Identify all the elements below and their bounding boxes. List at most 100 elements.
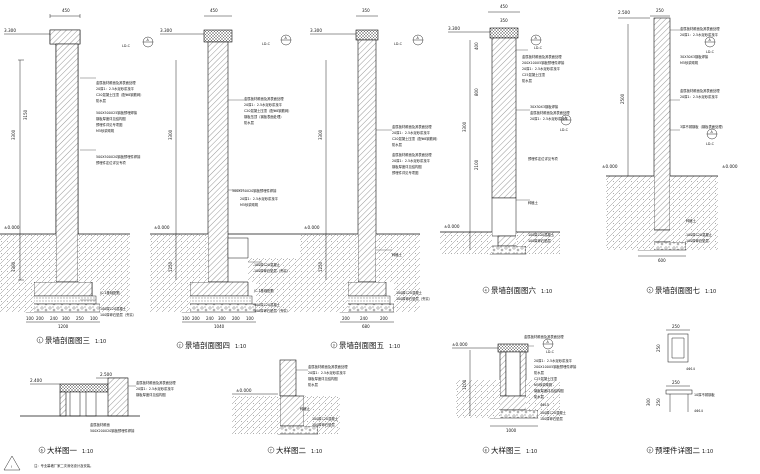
svg-text:2100: 2100 — [474, 159, 479, 170]
svg-text:C20混凝土压顶（配Φ8钢筋网）: C20混凝土压顶（配Φ8钢筋网） — [244, 108, 291, 113]
svg-text:预埋件详图二: 预埋件详图二 — [655, 445, 700, 455]
svg-text:100厚碎石垫层: 100厚碎石垫层 — [312, 422, 335, 427]
svg-text:350: 350 — [362, 8, 370, 13]
svg-text:250: 250 — [672, 324, 680, 329]
svg-text:±0.000: ±0.000 — [602, 164, 618, 169]
svg-text:大样图二: 大样图二 — [276, 445, 306, 455]
svg-text:A: A — [417, 36, 420, 40]
svg-text:LD-C: LD-C — [534, 46, 543, 50]
svg-text:JC-1基础配筋: JC-1基础配筋 — [253, 288, 274, 293]
svg-text:250: 250 — [656, 398, 661, 406]
title-s7: 5 景墙剖面图七 1:10 — [646, 285, 716, 295]
svg-text:240: 240 — [360, 316, 368, 321]
svg-text:1:10: 1:10 — [311, 449, 322, 455]
svg-text:200X100X5钢板预埋件焊接: 200X100X5钢板预埋件焊接 — [534, 364, 577, 369]
svg-text:2: 2 — [179, 344, 181, 348]
svg-text:LD-C: LD-C — [706, 50, 715, 54]
svg-text:景墙剖面图四: 景墙剖面图四 — [185, 340, 230, 350]
detail-3: ±0.000 1100 1000 A LD-C 金属板材覆面及其表面处理 20厚… — [452, 334, 577, 455]
svg-text:3.300: 3.300 — [310, 28, 322, 33]
svg-text:300: 300 — [218, 316, 226, 321]
svg-text:100厚C20混凝土: 100厚C20混凝土 — [686, 232, 713, 237]
height2-dim: 3150 — [23, 109, 28, 120]
svg-text:LD-C: LD-C — [394, 42, 403, 46]
svg-text:100厚碎石垫层（夯实）: 100厚碎石垫层（夯实） — [254, 268, 290, 273]
callout-s7a: A LD-C — [704, 36, 716, 54]
title-d3: 8 大样图三 1:10 — [482, 445, 537, 455]
svg-text:100厚碎石垫层: 100厚碎石垫层 — [540, 416, 563, 421]
svg-text:4: 4 — [485, 289, 487, 293]
notes-s5: 金属板材覆面及其表面处理 20厚1：2.5水泥砂浆找平 C20混凝土压顶（配Φ8… — [376, 124, 439, 301]
notes-d1: 金属板材覆面及其表面处理 20厚1：2.5水泥砂浆找平 钢板厚度详见结构图 金属… — [90, 380, 176, 433]
svg-text:20厚1：2.5水泥砂浆找平: 20厚1：2.5水泥砂浆找平 — [308, 370, 347, 375]
svg-text:防水层: 防水层 — [534, 394, 545, 399]
svg-text:防水层: 防水层 — [534, 370, 545, 375]
svg-text:大样图一: 大样图一 — [47, 445, 77, 455]
callout-s4: A LD-C — [262, 34, 292, 46]
svg-text:种植土: 种植土 — [300, 406, 311, 411]
title-d1: 6 大样图一 1:10 — [38, 445, 93, 455]
svg-text:防水层: 防水层 — [392, 142, 403, 147]
svg-text:3.300: 3.300 — [448, 26, 460, 31]
svg-text:1250: 1250 — [168, 261, 173, 272]
svg-text:30X30X3钢板焊接: 30X30X3钢板焊接 — [680, 54, 709, 59]
svg-text:金属板材覆面及其表面处理: 金属板材覆面及其表面处理 — [680, 88, 720, 93]
svg-text:20厚1：2.5水泥砂浆找平: 20厚1：2.5水泥砂浆找平 — [392, 158, 431, 163]
svg-text:±0.000: ±0.000 — [722, 164, 738, 169]
svg-text:金属板材覆面及其表面处理: 金属板材覆面及其表面处理 — [524, 334, 564, 339]
svg-text:3厚不锈钢板（钢板表面处理）: 3厚不锈钢板（钢板表面处理） — [680, 124, 725, 129]
callout-d3: A LD-C — [542, 338, 555, 354]
svg-text:A: A — [565, 116, 568, 120]
svg-text:金属板材覆面及其表面处理: 金属板材覆面及其表面处理 — [680, 26, 720, 31]
svg-text:预埋件定位详见专项: 预埋件定位详见专项 — [96, 160, 126, 165]
svg-text:1250: 1250 — [318, 261, 323, 272]
svg-text:景墙剖面图七: 景墙剖面图七 — [655, 285, 700, 295]
svg-text:钢板压顶（钢板表面处理）: 钢板压顶（钢板表面处理） — [244, 114, 284, 119]
svg-text:LD-C: LD-C — [706, 142, 715, 146]
svg-text:400: 400 — [474, 42, 479, 50]
depth-dim: 1300 — [11, 261, 16, 272]
svg-text:种植土: 种植土 — [392, 252, 403, 257]
top-level: 3.300 — [4, 28, 16, 33]
svg-text:种植土: 种植土 — [686, 218, 697, 223]
cap-width-dim: 450 — [62, 8, 70, 13]
svg-text:100厚C20混凝土: 100厚C20混凝土 — [100, 306, 127, 311]
svg-text:种植土: 种植土 — [528, 200, 539, 205]
svg-text:M5砂浆砌筑: M5砂浆砌筑 — [534, 382, 553, 387]
svg-text:240: 240 — [206, 316, 214, 321]
svg-text:100厚C20混凝土: 100厚C20混凝土 — [312, 416, 339, 421]
svg-text:预埋件详见专项图: 预埋件详见专项图 — [96, 122, 123, 127]
svg-text:250: 250 — [656, 344, 661, 352]
svg-text:JC-1基础配筋: JC-1基础配筋 — [99, 290, 120, 295]
svg-text:200: 200 — [192, 316, 200, 321]
detail-1: 2.400 2.500 金属板材覆面及其表面处理 20厚1：2.5水泥砂浆找平 … — [20, 372, 176, 455]
svg-text:20厚1：2.5水泥砂浆找平: 20厚1：2.5水泥砂浆找平 — [522, 66, 561, 71]
svg-text:防水层: 防水层 — [308, 382, 319, 387]
svg-text:500X200X20钢板预埋件焊接: 500X200X20钢板预埋件焊接 — [90, 428, 135, 433]
svg-text:LD-C: LD-C — [546, 350, 555, 354]
svg-text:100厚碎石垫层（夯实）: 100厚碎石垫层（夯实） — [100, 312, 136, 317]
svg-text:100厚C20混凝土: 100厚C20混凝土 — [254, 262, 281, 267]
svg-text:金属板材覆面及其表面处理: 金属板材覆面及其表面处理 — [96, 80, 136, 85]
svg-text:240: 240 — [50, 316, 58, 321]
svg-text:20厚1：2.5水泥砂浆找平: 20厚1：2.5水泥砂浆找平 — [96, 86, 135, 91]
svg-text:20厚1：2.5水泥砂浆找平: 20厚1：2.5水泥砂浆找平 — [534, 358, 573, 363]
svg-text:金属板材覆面及其表面处理: 金属板材覆面及其表面处理 — [392, 152, 432, 157]
svg-text:C20混凝土压顶（配Φ8钢筋网）: C20混凝土压顶（配Φ8钢筋网） — [392, 136, 439, 141]
svg-text:预埋件详见专项图: 预埋件详见专项图 — [392, 170, 419, 175]
svg-text:250: 250 — [672, 380, 680, 385]
svg-text:M5砂浆砌筑: M5砂浆砌筑 — [680, 60, 699, 65]
svg-text:680: 680 — [362, 324, 370, 329]
svg-text:钢板厚度详见结构图: 钢板厚度详见结构图 — [96, 116, 126, 121]
svg-text:LD-C: LD-C — [122, 44, 131, 48]
ground-level: ±0.000 — [4, 225, 20, 230]
title-e2: 9 预埋件详图二 1:10 — [646, 445, 713, 455]
svg-text:景墙剖面图三: 景墙剖面图三 — [45, 335, 90, 345]
svg-text:1:10: 1:10 — [702, 449, 713, 455]
callout-s3: A LD-C — [122, 36, 154, 48]
sheet-note: ! 注：专业幕墙厂家二次深化设计及安装。 — [3, 455, 93, 471]
svg-text:景墙剖面图六: 景墙剖面图六 — [491, 285, 536, 295]
svg-text:C25混凝土压顶: C25混凝土压顶 — [522, 72, 546, 77]
svg-text:M5砂浆砌筑: M5砂浆砌筑 — [240, 202, 259, 207]
svg-text:7: 7 — [270, 449, 272, 453]
